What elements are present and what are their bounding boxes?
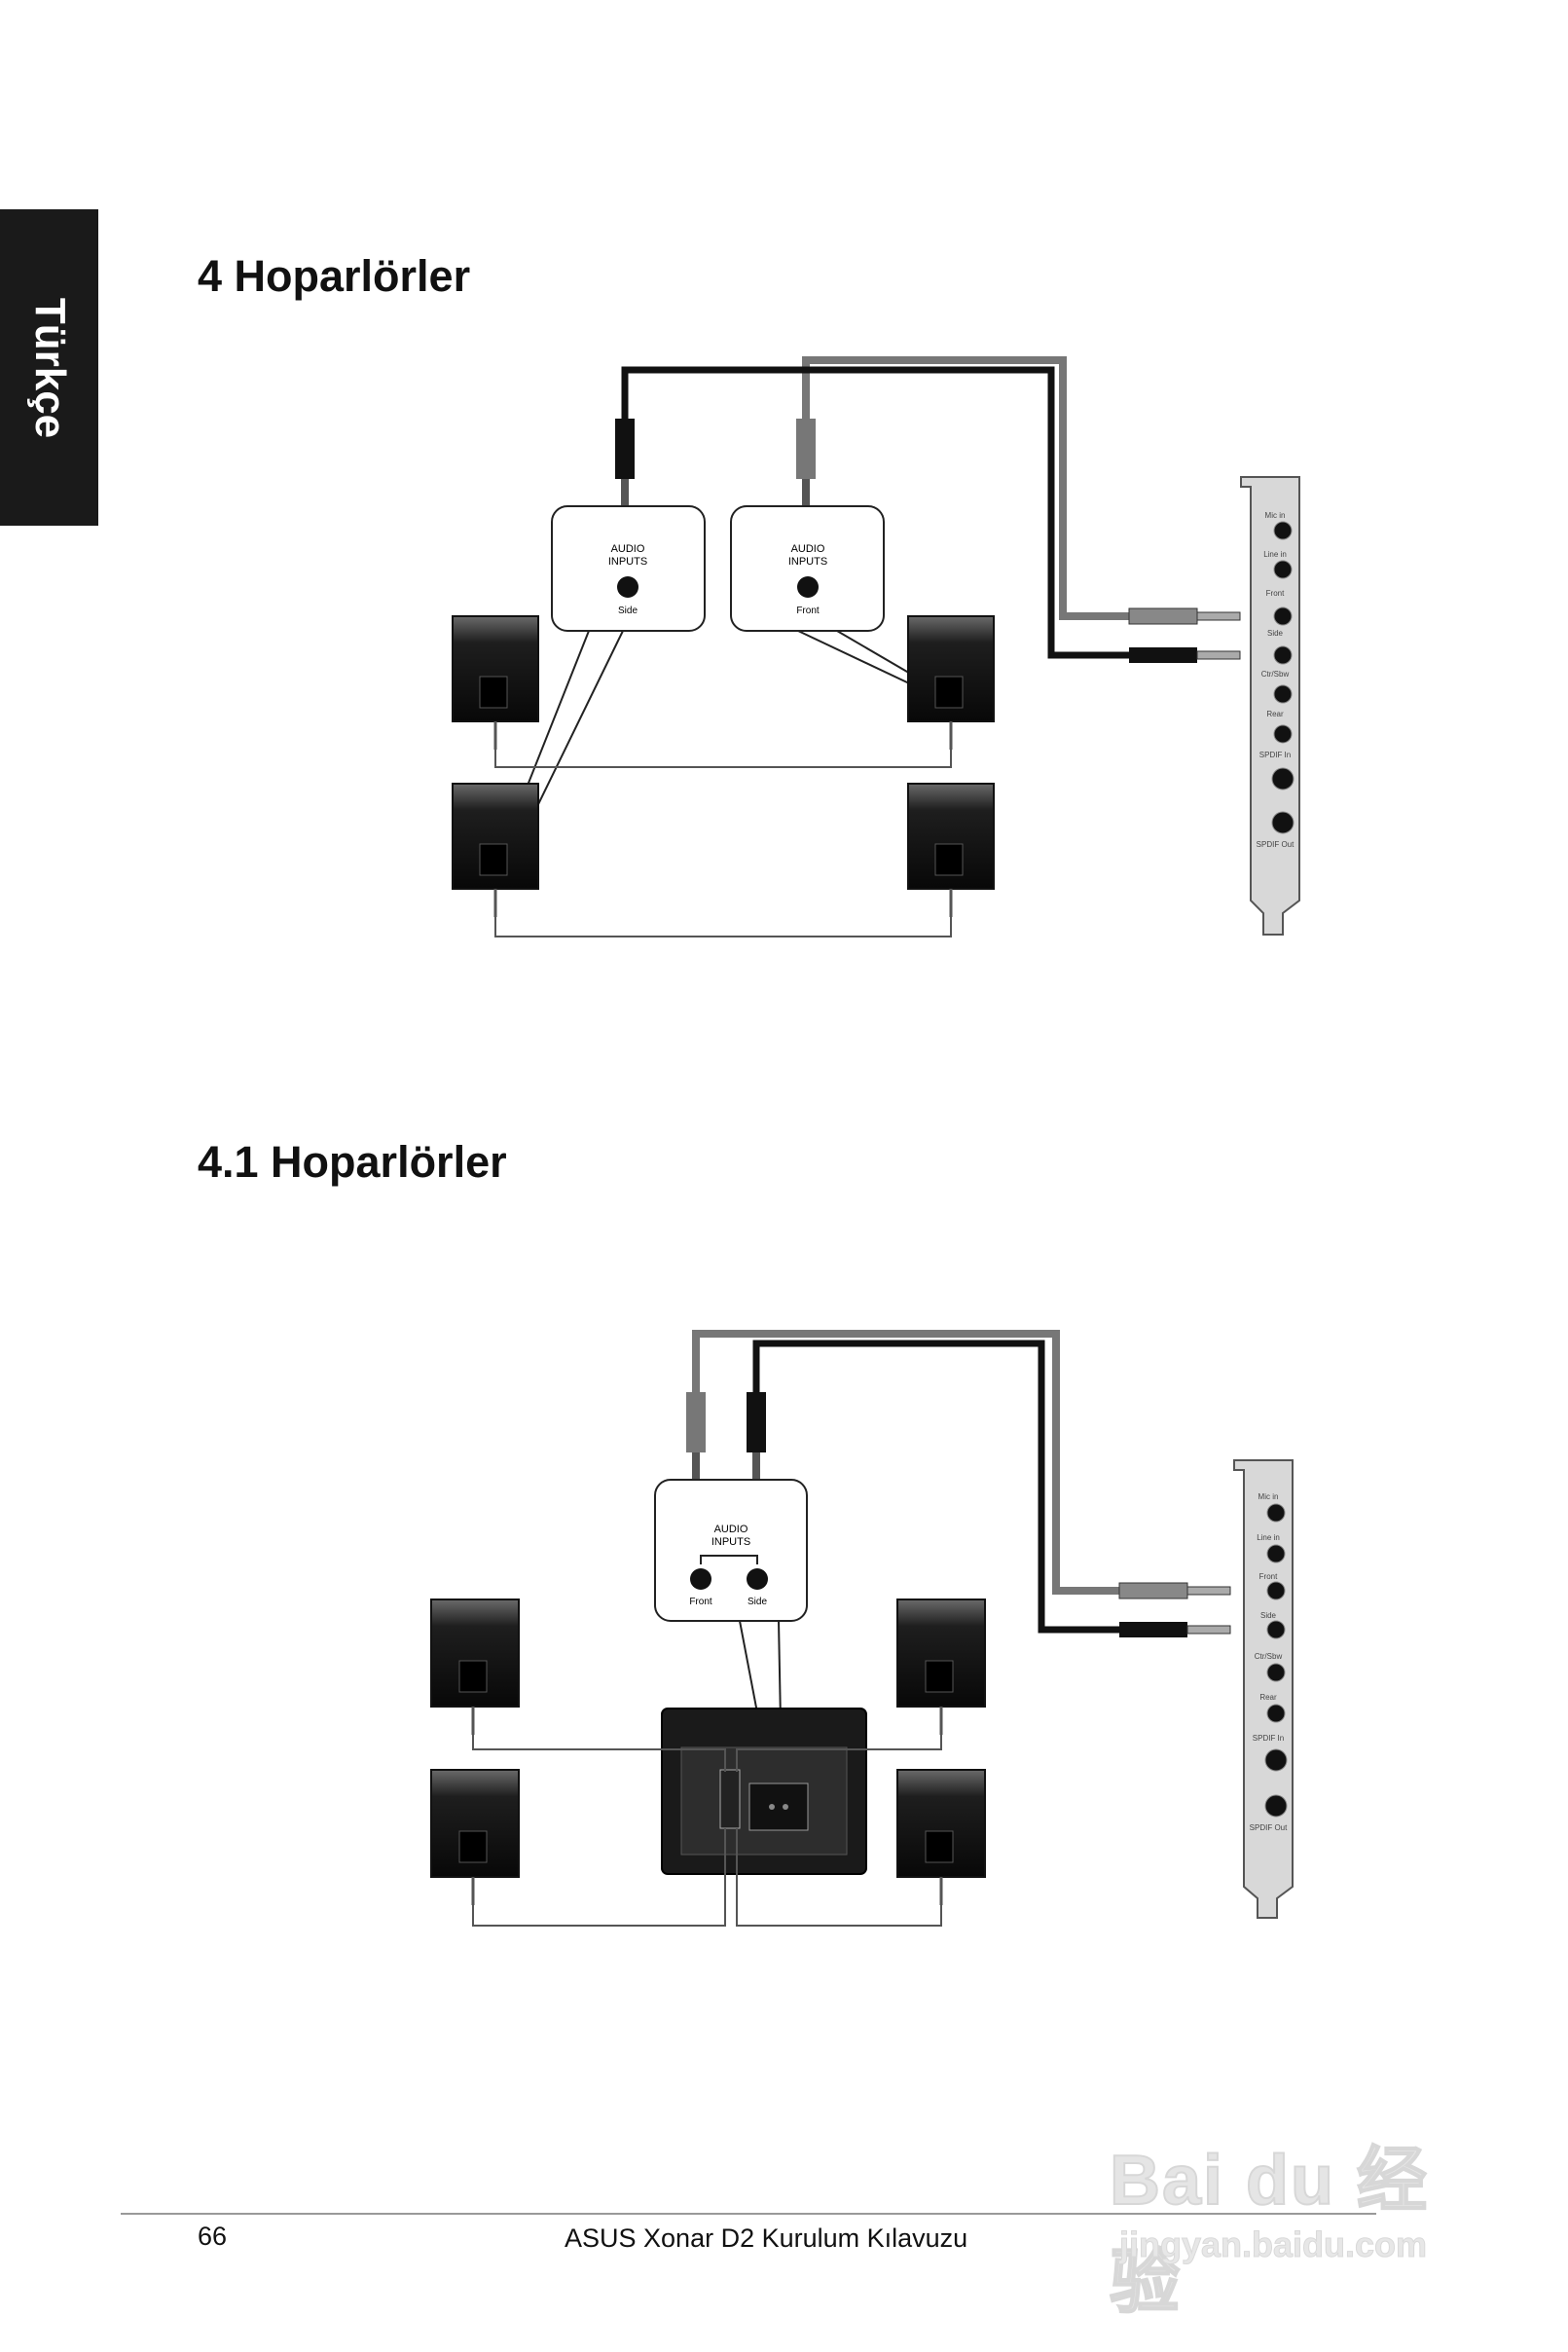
language-side-tab: Türkçe <box>0 209 98 526</box>
section-title-4-1-speakers: 4.1 Hoparlörler <box>198 1137 507 1187</box>
svg-text:Front: Front <box>796 606 820 616</box>
svg-text:Front: Front <box>1259 1572 1278 1581</box>
audio-input-box: AUDIO INPUTS Front Side <box>654 1479 808 1622</box>
page-number: 66 <box>198 2222 228 2251</box>
svg-text:Side: Side <box>1267 629 1284 638</box>
speaker-front-left <box>430 1599 520 1735</box>
svg-text:Rear: Rear <box>1259 1693 1277 1702</box>
svg-text:INPUTS: INPUTS <box>608 556 647 568</box>
black-jack-plug <box>747 1392 766 1491</box>
speaker-front-right <box>907 615 995 750</box>
speaker-rear-left <box>452 783 539 917</box>
speaker-front-right <box>896 1599 986 1735</box>
svg-text:Side: Side <box>748 1597 767 1607</box>
svg-text:Ctr/Sbw: Ctr/Sbw <box>1261 670 1290 679</box>
sound-card-bracket: Mic in Line in Front Side Ctr/Sbw Rear S… <box>1233 1459 1294 1919</box>
card-plug-gray <box>1128 607 1241 625</box>
section-title-4-speakers: 4 Hoparlörler <box>198 251 471 301</box>
svg-text:Front: Front <box>689 1597 712 1607</box>
watermark-logo: Bai du 经验 <box>1109 2141 1430 2323</box>
gray-jack-plug <box>796 419 816 518</box>
card-plug-black <box>1119 1622 1231 1637</box>
svg-text:Rear: Rear <box>1266 710 1284 718</box>
svg-text:INPUTS: INPUTS <box>788 556 827 568</box>
black-cable <box>752 1340 1119 1634</box>
svg-text:SPDIF Out: SPDIF Out <box>1250 1823 1288 1832</box>
subwoofer <box>661 1708 867 1875</box>
svg-text:INPUTS: INPUTS <box>711 1536 750 1548</box>
svg-text:AUDIO: AUDIO <box>791 543 825 555</box>
svg-text:Front: Front <box>1266 589 1285 598</box>
svg-text:Ctr/Sbw: Ctr/Sbw <box>1255 1652 1283 1661</box>
svg-text:Line in: Line in <box>1257 1533 1280 1542</box>
card-plug-black <box>1129 647 1241 663</box>
diagram-4-1-speakers: AUDIO INPUTS Front Side <box>430 1330 1294 1927</box>
svg-text:AUDIO: AUDIO <box>714 1524 748 1535</box>
gray-cable <box>802 356 1129 620</box>
sound-card-bracket: Mic in Line in Front Side Ctr/Sbw Rear S… <box>1240 476 1300 936</box>
watermark-url: jingyan.baidu.com <box>1118 2224 1428 2265</box>
svg-text:AUDIO: AUDIO <box>611 543 645 555</box>
footer-divider <box>121 2213 1376 2215</box>
gray-jack-plug <box>686 1392 706 1491</box>
svg-text:SPDIF Out: SPDIF Out <box>1257 840 1295 849</box>
black-cable <box>621 366 1129 659</box>
speaker-front-left <box>452 615 539 750</box>
black-jack-plug <box>615 419 635 518</box>
document-title: ASUS Xonar D2 Kurulum Kılavuzu <box>565 2223 968 2253</box>
svg-text:SPDIF In: SPDIF In <box>1259 751 1291 759</box>
svg-text:Mic in: Mic in <box>1258 1492 1279 1501</box>
audio-input-box-side: AUDIO INPUTS Side <box>551 505 706 632</box>
svg-text:Side: Side <box>618 606 638 616</box>
watermark: Bai du 经验 jingyan.baidu.com <box>1109 2122 1499 2323</box>
svg-text:SPDIF In: SPDIF In <box>1253 1734 1284 1743</box>
svg-text:Line in: Line in <box>1263 550 1287 559</box>
speaker-rear-right <box>907 783 995 917</box>
card-plug-gray <box>1118 1582 1231 1599</box>
speaker-rear-left <box>430 1769 520 1905</box>
diagram-4-speakers: AUDIO INPUTS Side AUDIO INPUTS Front <box>452 356 1300 937</box>
speaker-rear-right <box>896 1769 986 1905</box>
audio-input-box-front: AUDIO INPUTS Front <box>730 505 885 632</box>
svg-text:Mic in: Mic in <box>1265 511 1286 520</box>
svg-text:Side: Side <box>1260 1611 1277 1620</box>
gray-cable <box>692 1330 1119 1595</box>
